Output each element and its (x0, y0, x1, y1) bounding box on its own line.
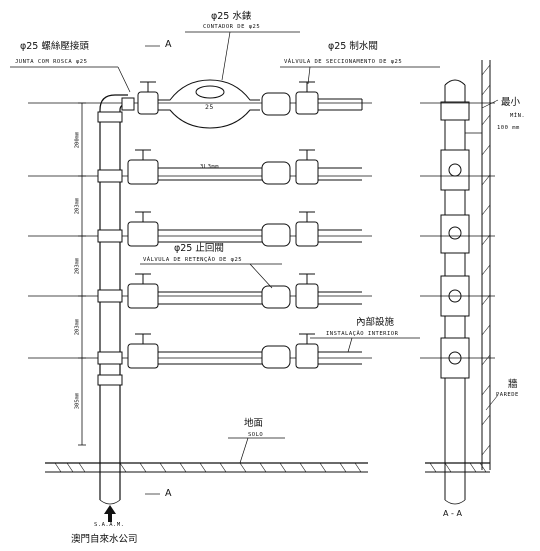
leader-lines (10, 31, 440, 495)
min-label-pt: MÍN. (510, 113, 526, 119)
branch-row-3 (127, 211, 362, 247)
branch-row-5 (127, 333, 362, 369)
branch-row-2 (127, 149, 362, 185)
dimension-label-4: 203mm (74, 318, 81, 336)
joint-label-pt: JUNTA COM ROSCA φ25 (15, 59, 88, 65)
joint-label-cn: φ25 螺絲壓接頭 (20, 41, 89, 52)
pipe-size-label: 25 (205, 103, 214, 111)
branch-row-4 (127, 273, 362, 309)
dimension-label-3: 203mm (74, 257, 81, 275)
section-title: A - A (443, 509, 462, 518)
ground-label-cn: 地面 (244, 418, 264, 429)
section-a-a (420, 79, 495, 505)
meter-label-cn: φ25 水錶 (211, 11, 252, 22)
dimension-label-5: 305mm (74, 392, 81, 410)
wall-label-pt: PAREDE (496, 392, 519, 398)
min-label-cn: 最小 (501, 97, 521, 108)
supply-arrow (104, 505, 116, 522)
saam-label: S.A.A.M. (94, 522, 125, 528)
branch-row-1 (121, 79, 363, 129)
ground-line (45, 462, 368, 473)
row-dimension-label: 3L3mm (200, 164, 220, 170)
dimension-label-1: 200mm (74, 131, 81, 149)
company-label: 澳門自來水公司 (71, 534, 138, 545)
wall (465, 60, 499, 470)
section-mark-bottom: A (165, 488, 172, 499)
section-mark-top: A (165, 39, 172, 50)
wall-label-cn: 牆 (508, 379, 518, 390)
interior-label-cn: 內部設施 (356, 317, 395, 328)
riser-fittings (97, 111, 123, 386)
min-dimension: 100 mm (497, 125, 520, 131)
meter-label-pt: CONTADOR DE φ25 (203, 24, 261, 30)
ground-label-pt: SOLO (248, 432, 264, 438)
dimension-label-2: 203mm (74, 197, 81, 215)
check-valve-label-pt: VÁLVULA DE RETENÇÃO DE φ25 (143, 257, 243, 263)
valve-label-pt: VÁLVULA DE SECCIONAMENTO DE φ25 (284, 59, 403, 65)
valve-label-cn: φ25 制水閥 (328, 41, 378, 52)
check-valve-label-cn: φ25 止回閥 (174, 243, 224, 254)
interior-label-pt: INSTALAÇÃO INTERIOR (326, 331, 399, 337)
